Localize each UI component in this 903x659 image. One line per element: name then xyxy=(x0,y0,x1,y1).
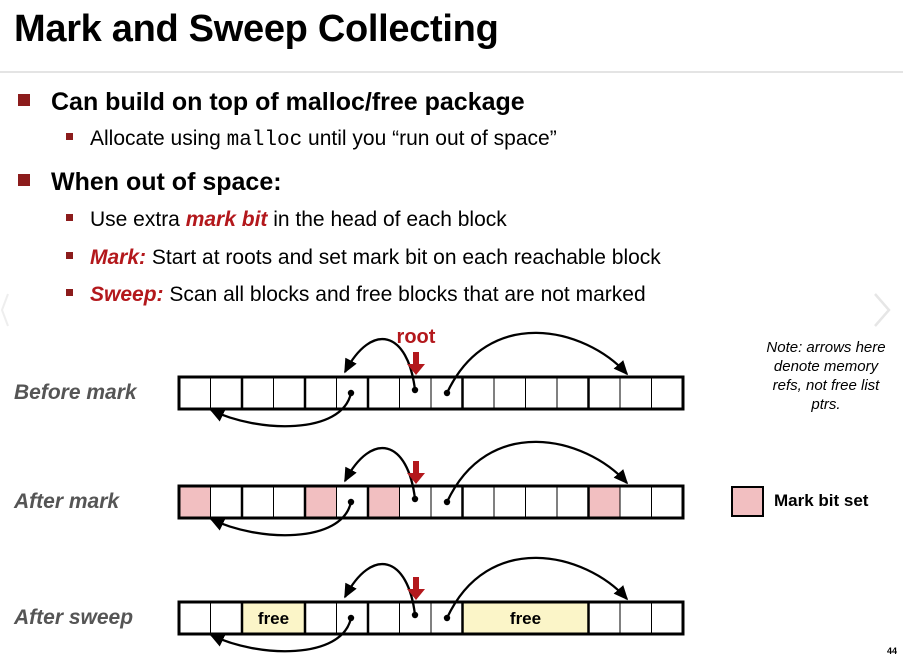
free-block-label: free xyxy=(510,609,541,628)
emphasis-mark: Mark: xyxy=(90,246,147,269)
reference-arrow xyxy=(445,556,629,619)
heap-outline xyxy=(177,600,685,636)
root-arrow-icon xyxy=(407,473,425,484)
bullet-malloc-free: Can build on top of malloc/free package xyxy=(18,88,525,117)
page-number: 44 xyxy=(887,646,898,656)
diagram-note: Note: arrows here denote memory refs, no… xyxy=(766,339,886,413)
reference-arrow xyxy=(209,501,353,537)
bullet-square-icon xyxy=(66,289,73,296)
bullet-square-icon xyxy=(18,174,30,186)
root-arrow-shaft xyxy=(413,352,419,364)
bullet-square-icon xyxy=(18,94,30,106)
root-arrow-icon xyxy=(407,589,425,600)
prev-slide-arrow-icon[interactable] xyxy=(0,290,10,330)
heap-outline xyxy=(177,375,685,411)
marked-cell xyxy=(368,486,400,518)
free-block xyxy=(242,602,305,634)
marked-cell xyxy=(179,486,211,518)
marked-cell xyxy=(588,486,620,518)
reference-arrow xyxy=(445,331,629,394)
marked-cell xyxy=(305,486,337,518)
root-arrow-icon xyxy=(407,364,425,375)
reference-arrow xyxy=(445,440,629,503)
code-malloc: malloc xyxy=(226,129,303,152)
bullet-square-icon xyxy=(66,133,73,140)
title-divider xyxy=(0,71,903,73)
sub-bullet-mark: Mark: Start at roots and set mark bit on… xyxy=(66,246,661,270)
reference-arrow xyxy=(209,392,353,428)
reference-arrow xyxy=(209,617,353,653)
slide-title: Mark and Sweep Collecting xyxy=(14,8,499,50)
sub-bullet-sweep: Sweep: Scan all blocks and free blocks t… xyxy=(66,283,646,307)
bullet-square-icon xyxy=(66,214,73,221)
heap-row xyxy=(177,440,685,537)
reference-arrow xyxy=(343,563,417,616)
free-block-label: free xyxy=(258,609,289,628)
bullet-out-of-space: When out of space: xyxy=(18,168,282,197)
legend-mark-swatch xyxy=(731,486,764,517)
sub-bullet-allocate: Allocate using malloc until you “run out… xyxy=(66,127,557,152)
root-arrow-shaft xyxy=(413,461,419,473)
root-arrow-shaft xyxy=(413,577,419,589)
legend-mark-label: Mark bit set xyxy=(774,491,869,510)
free-block xyxy=(462,602,589,634)
reference-arrow xyxy=(343,338,417,391)
bullet-text: Can build on top of malloc/free package xyxy=(51,88,525,116)
heap-row: free free xyxy=(177,556,685,653)
bullet-text: When out of space: xyxy=(51,168,282,196)
next-slide-arrow-icon[interactable] xyxy=(872,290,892,330)
heap-row xyxy=(177,331,685,428)
root-label: root xyxy=(397,326,436,348)
emphasis-sweep: Sweep: xyxy=(90,283,164,306)
row-label-before-mark: Before mark xyxy=(14,381,137,404)
row-label-after-sweep: After sweep xyxy=(14,606,134,629)
row-label-after-mark: After mark xyxy=(14,490,120,513)
emphasis-mark-bit: mark bit xyxy=(185,208,268,231)
heap-outline xyxy=(177,484,685,520)
reference-arrow xyxy=(343,447,417,500)
bullet-square-icon xyxy=(66,252,73,259)
sub-bullet-mark-bit: Use extra mark bit in the head of each b… xyxy=(66,208,507,232)
